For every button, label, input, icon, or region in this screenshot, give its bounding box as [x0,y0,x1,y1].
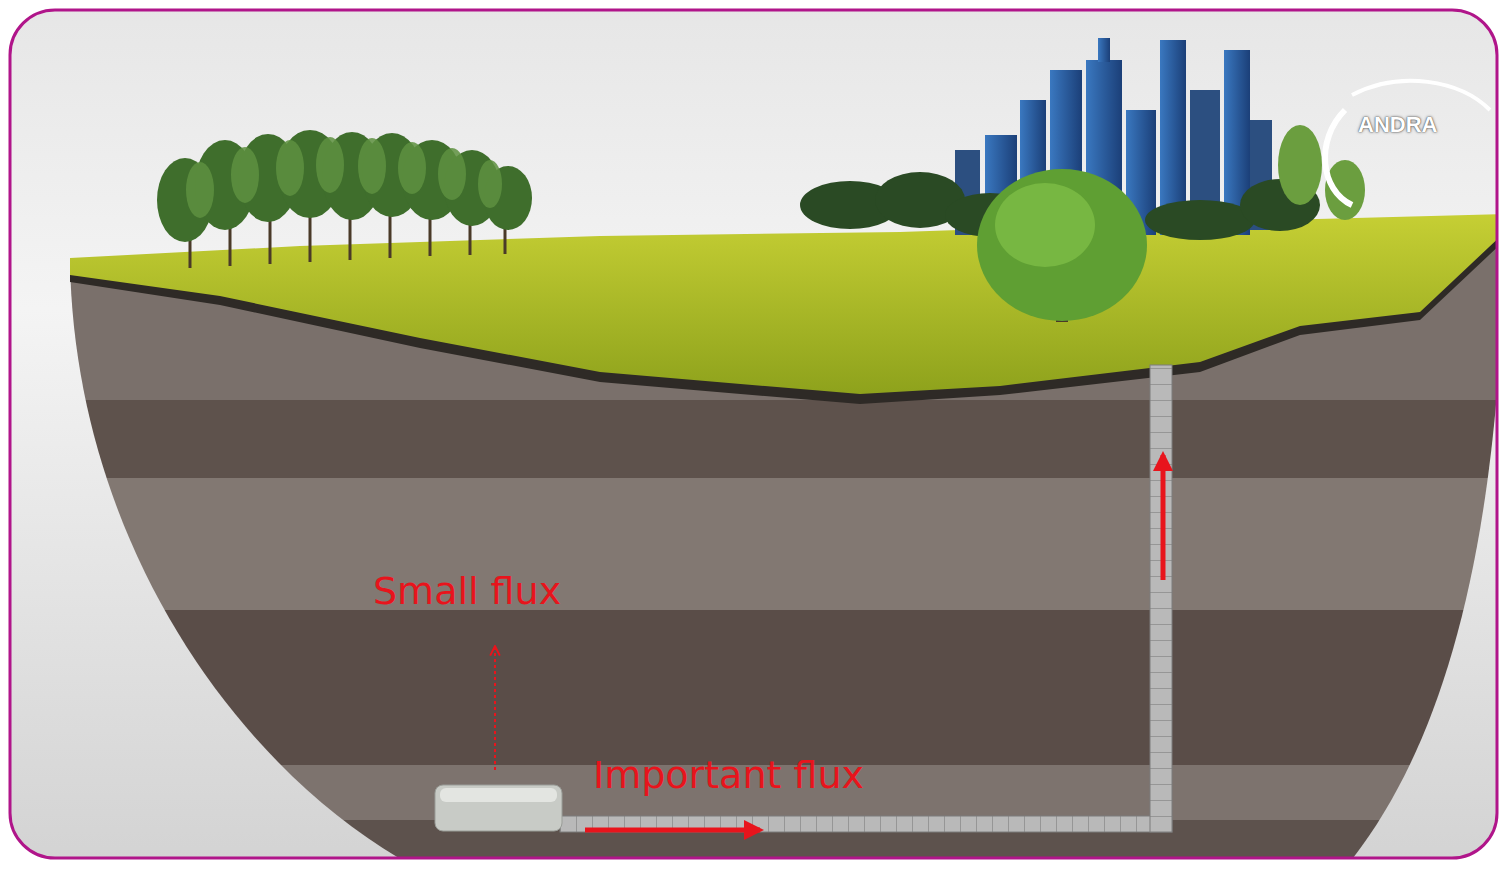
tree-cluster [186,137,502,218]
logo-mark [1325,81,1490,205]
repository-works [560,816,1172,832]
tree-cluster [358,138,386,194]
flux-arrows [494,646,496,770]
repository-works [1150,365,1172,832]
city-skyline [1145,200,1255,240]
tree-cluster [157,130,532,242]
rock-layers [10,610,1497,765]
flux-label: Small flux [373,570,561,614]
flux-arrows [495,455,1163,830]
flux-label: Important flux [593,754,864,798]
city-skyline [1278,125,1365,220]
rock-layers [10,400,1497,478]
tree [977,169,1147,321]
flux-arrows [585,828,760,833]
tree-cluster [438,148,466,200]
tree-cluster [186,162,214,218]
rock-layers [10,200,1497,858]
logo-mark [1325,110,1352,205]
frame-border [10,10,1497,858]
city-skyline [1098,38,1110,62]
grass-surface [70,214,1497,394]
tree-cluster [398,142,426,194]
tree-cluster [157,158,213,242]
tree [977,169,1147,322]
repository-works [440,788,557,802]
sky-ground [10,10,1497,858]
frame-content [10,10,1497,858]
tree-cluster [276,140,304,196]
repository-works [435,785,562,831]
flux-arrows [1161,455,1166,580]
tree-cluster [231,147,259,203]
logo-mark [1352,81,1490,110]
rock-layers [10,478,1497,610]
logo-text: ANDRA [1358,112,1437,137]
tree [995,183,1095,267]
tree-cluster [478,160,502,208]
city-skyline [1278,125,1322,205]
tree-cluster [157,130,532,268]
tree-cluster [316,137,344,193]
